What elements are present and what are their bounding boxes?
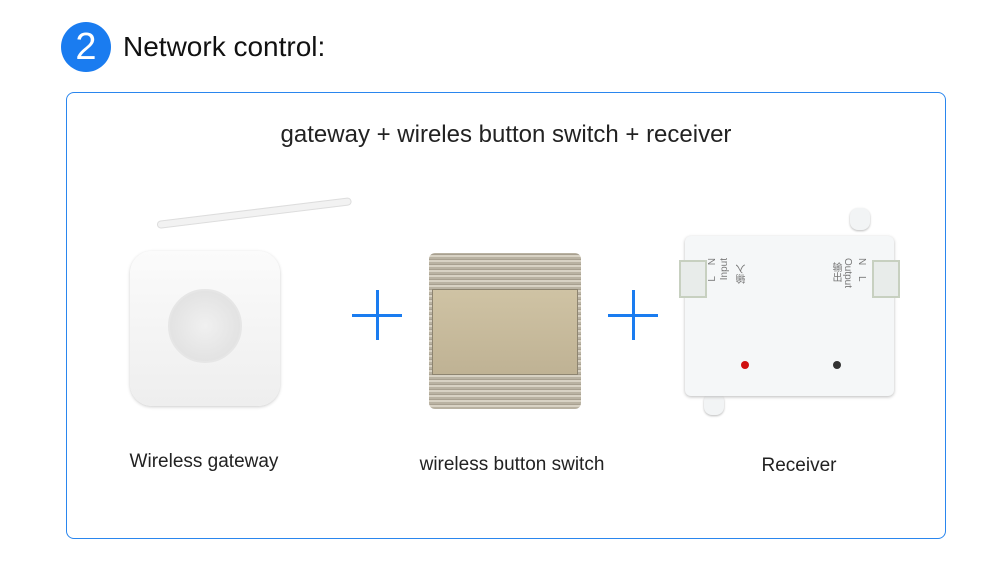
- plus-icon: [352, 290, 402, 340]
- output-n-label: N: [856, 258, 867, 266]
- output-cn-label: 输出: [830, 262, 841, 282]
- network-control-panel: gateway + wireles button switch + receiv…: [66, 92, 946, 539]
- panel-subtitle: gateway + wireles button switch + receiv…: [280, 121, 732, 148]
- receiver-caption: Receiver: [761, 455, 837, 476]
- status-led-indicator: [833, 361, 841, 369]
- gateway-lens: [168, 289, 242, 363]
- page-title: Network control:: [123, 31, 326, 62]
- input-cn-label: 输入: [737, 264, 748, 284]
- switch-button-plate: [432, 289, 578, 375]
- antenna: [156, 197, 353, 229]
- gateway-caption: Wireless gateway: [129, 451, 279, 472]
- mount-tab: [850, 208, 870, 230]
- step-badge: 2: [61, 22, 111, 72]
- gateway-body: [130, 251, 280, 406]
- input-l-label: L: [707, 276, 718, 282]
- plus-icon: [608, 290, 658, 340]
- input-n-label: N: [707, 258, 718, 266]
- receiver-body: Input 输入 N L Output 输出 N L: [679, 236, 900, 396]
- red-led-indicator: [741, 361, 749, 369]
- output-l-label: L: [856, 276, 867, 282]
- input-label: Input: [719, 258, 730, 281]
- button-switch-caption: wireless button switch: [419, 454, 605, 475]
- input-terminal: [679, 260, 707, 298]
- output-label: Output: [842, 258, 853, 289]
- output-terminal: [872, 260, 900, 298]
- mount-tab: [704, 393, 724, 415]
- button-switch-image: [429, 253, 581, 409]
